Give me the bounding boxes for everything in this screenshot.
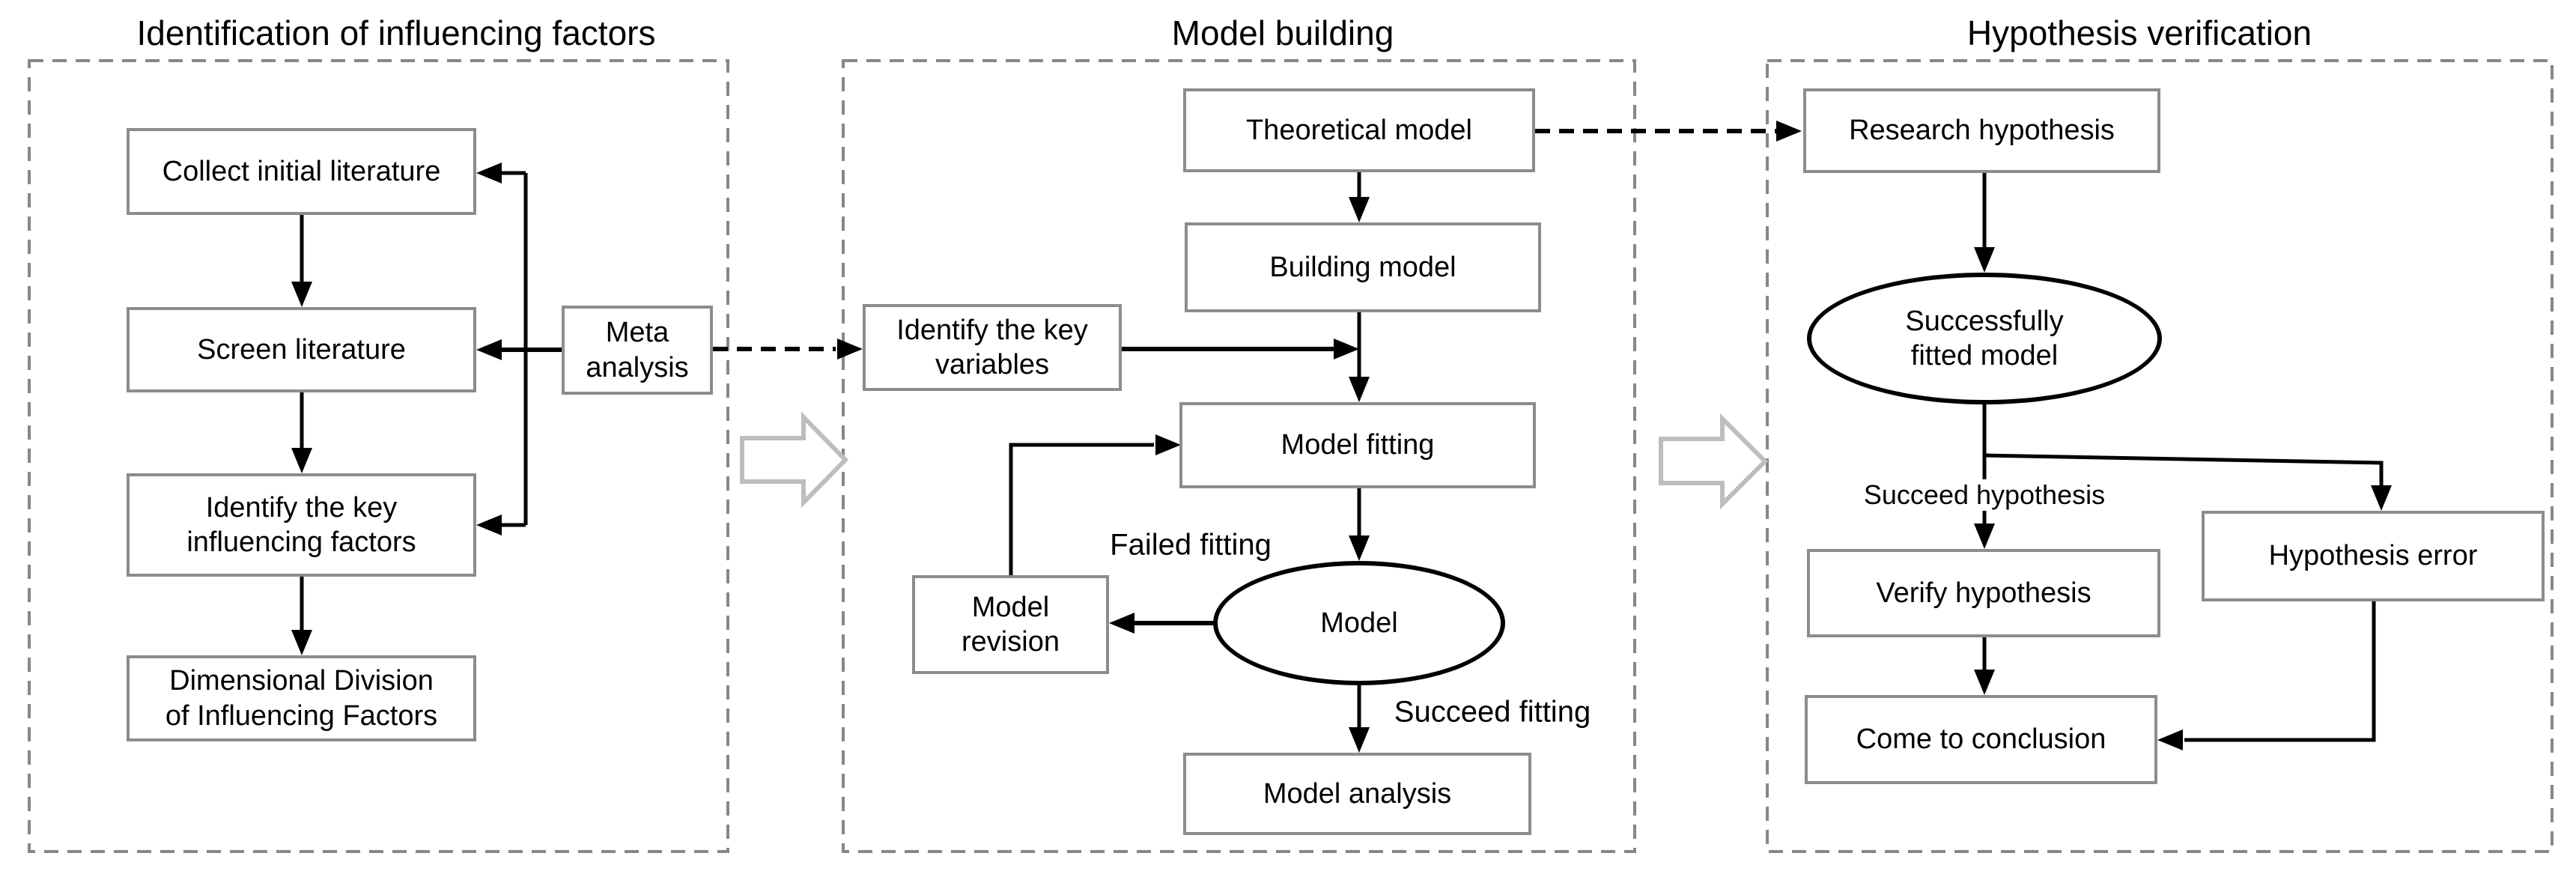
arrow-identify-vars-to-flow	[1122, 339, 1359, 359]
edge-label-succeed-fitting: Succeed fitting	[1394, 695, 1591, 729]
node-verify-hypothesis: Verify hypothesis	[1807, 549, 2160, 637]
arrow-research-to-success	[1974, 173, 1995, 273]
node-research-hypothesis: Research hypothesis	[1803, 88, 2160, 173]
arrow-model-to-revision	[1109, 613, 1215, 634]
node-theoretical-model: Theoretical model	[1183, 88, 1535, 172]
node-collect-initial-literature: Collect initial literature	[127, 128, 476, 215]
arrow-meta-to-screen	[476, 339, 562, 360]
arrow-identify-factors-to-dimensional	[291, 577, 312, 655]
node-model-revision: Model revision	[912, 575, 1109, 674]
node-hypothesis-error: Hypothesis error	[2202, 511, 2545, 601]
arrow-collect-to-screen	[291, 215, 312, 307]
arrow-screen-to-identify-factors	[291, 392, 312, 473]
arrow-success-to-error	[1984, 453, 2392, 511]
panel-title-model-building: Model building	[1171, 13, 1394, 52]
arrow-verify-to-conclusion	[1974, 637, 1995, 695]
node-identify-key-influencing-factors: Identify the key influencing factors	[127, 473, 476, 577]
node-meta-analysis: Meta analysis	[562, 306, 713, 395]
arrow-building-to-fitting	[1349, 312, 1370, 402]
meta-feedback-arrows	[476, 163, 528, 535]
edge-label-succeed-hypothesis: Succeed hypothesis	[1859, 479, 2110, 511]
node-model-ellipse: Model	[1213, 561, 1505, 685]
arrow-fitting-to-model	[1349, 488, 1370, 561]
node-successfully-fitted-model-ellipse: Successfully fitted model	[1807, 273, 2162, 404]
node-dimensional-division: Dimensional Division of Influencing Fact…	[127, 655, 476, 741]
arrow-model-to-analysis	[1349, 685, 1370, 753]
hollow-arrow-middle-to-right	[1659, 413, 1769, 510]
panel-title-hypothesis-verification: Hypothesis verification	[1966, 13, 2312, 52]
panel-title-identification: Identification of influencing factors	[136, 13, 656, 52]
dashed-arrow-meta-to-identify-vars	[713, 339, 863, 359]
arrow-success-to-verify	[1974, 404, 1995, 549]
node-come-to-conclusion: Come to conclusion	[1805, 695, 2157, 784]
arrow-error-to-conclusion	[2157, 601, 2376, 750]
node-identify-key-variables: Identify the key variables	[863, 304, 1122, 391]
edge-label-failed-fitting: Failed fitting	[1110, 528, 1272, 562]
node-model-analysis: Model analysis	[1183, 753, 1531, 835]
panel-identification-border	[28, 59, 729, 853]
arrow-revision-to-fitting	[1009, 434, 1181, 575]
arrow-theoretical-to-building	[1349, 172, 1370, 222]
node-model-fitting: Model fitting	[1179, 402, 1536, 488]
dashed-arrow-theoretical-to-research	[1535, 121, 1802, 142]
node-screen-literature: Screen literature	[127, 307, 476, 392]
hollow-arrow-left-to-middle	[740, 411, 849, 509]
node-building-model: Building model	[1185, 222, 1541, 312]
